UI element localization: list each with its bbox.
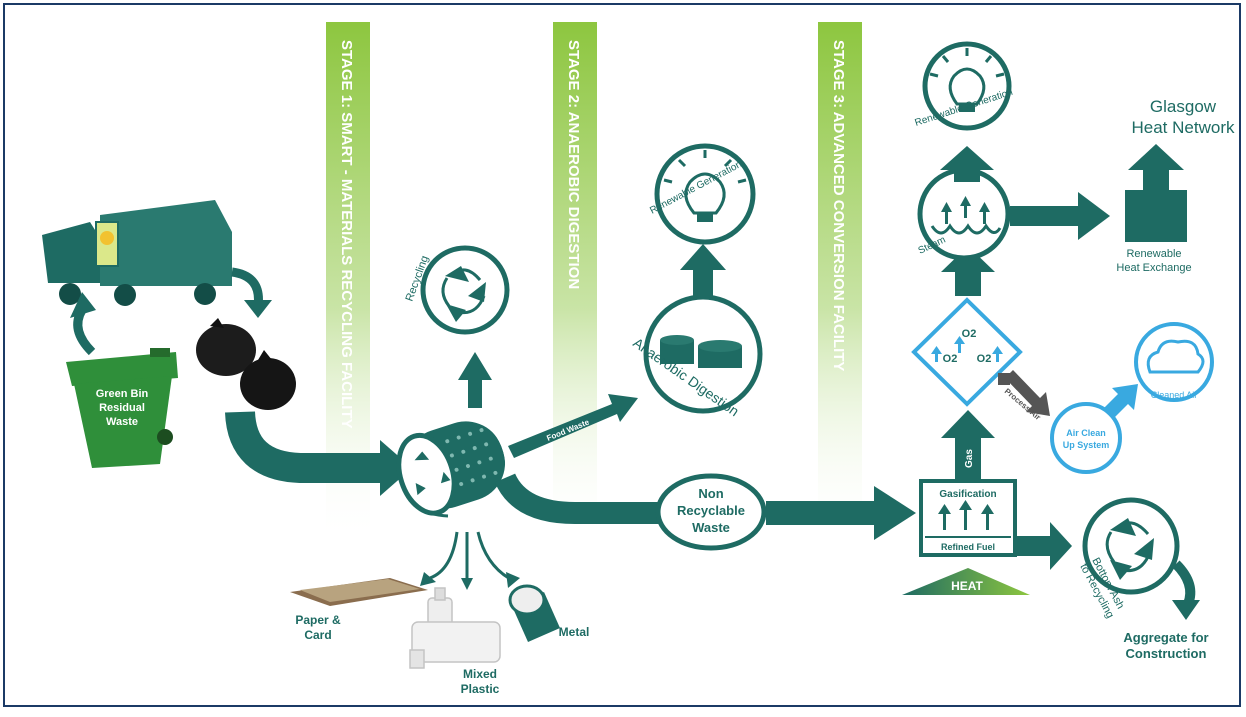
metal-label: Metal [559, 625, 590, 639]
non-recyclable-waste-node: Non Recyclable Waste [655, 473, 767, 551]
stage-3-band: STAGE 3: ADVANCED CONVERSION FACILITY [818, 22, 862, 542]
o2-label-top: O2 [962, 328, 977, 340]
bags-to-mrf-arrow [225, 410, 385, 483]
drum-output-arrows [429, 531, 513, 582]
drum-to-non-recyclable-arrow [494, 473, 660, 524]
cleaned-air-cloud-icon [1134, 322, 1214, 402]
oxidiser-diamond: O2 O2 O2 [911, 297, 1023, 407]
heat-exchange-line2: Heat Exchange [1116, 262, 1191, 274]
ad-to-generation-arrow [693, 268, 713, 296]
bottom-ash-recycling-icon [1082, 497, 1180, 595]
stage-2-band: STAGE 2: ANAEROBIC DIGESTION [553, 22, 597, 542]
stage-2-label: STAGE 2: ANAEROBIC DIGESTION [565, 40, 582, 289]
bottom-ash-to-aggregate-arrow [1172, 560, 1196, 606]
heat-source: HEAT [902, 568, 1030, 595]
black-bags-icon [196, 318, 296, 410]
air-clean-to-cleaned-air-arrow [1104, 384, 1138, 418]
bin-label-line3: Waste [106, 416, 138, 428]
gasification-label: Gasification [939, 489, 996, 500]
gas-label: Gas [964, 449, 975, 468]
paper-card-icon [290, 578, 428, 606]
stage-1-label: STAGE 1: SMART - MATERIALS RECYCLING FAC… [338, 40, 355, 429]
acf-lightbulb-icon [922, 41, 1012, 131]
non-recyclable-line2: Recyclable [677, 503, 745, 518]
paper-label-line2: Card [304, 628, 331, 642]
air-clean-line2: Up System [1063, 440, 1110, 450]
collection-truck-icon [42, 200, 232, 306]
glasgow-line2: Heat Network [1132, 118, 1235, 137]
non-recyclable-line3: Waste [692, 520, 730, 535]
steam-to-generation-arrow [954, 168, 980, 182]
green-bin-icon: Green Bin Residual Waste [66, 348, 178, 468]
o2-label-right: O2 [977, 353, 992, 365]
ad-lightbulb-icon [654, 143, 756, 245]
air-clean-line1: Air Clean [1066, 428, 1106, 438]
bin-label-line1: Green Bin [96, 388, 149, 400]
glasgow-line1: Glasgow [1150, 97, 1217, 116]
gas-arrow [955, 436, 981, 480]
bin-to-truck-arrow [73, 307, 96, 356]
heat-exchange-line1: Renewable [1126, 248, 1181, 260]
o2-label-left: O2 [943, 353, 958, 365]
drum-rotation-arrow [400, 481, 449, 518]
aggregate-line1: Aggregate for [1123, 630, 1208, 645]
heat-label: HEAT [951, 579, 983, 593]
bin-label-line2: Residual [99, 402, 145, 414]
paper-label-line1: Paper & [295, 613, 341, 627]
non-recyclable-to-gasifier-arrow [766, 501, 876, 525]
diamond-to-steam-arrow [955, 270, 981, 296]
refined-fuel-label: Refined Fuel [941, 542, 995, 552]
steam-node [917, 167, 1011, 261]
aggregate-line2: Construction [1126, 646, 1207, 661]
gasifier-to-bottom-ash-arrow [1017, 536, 1053, 556]
plastic-bottle-icon [409, 587, 501, 669]
drum-to-recycling-arrow [468, 378, 482, 408]
metal-can-icon [508, 584, 560, 642]
gasification-unit: Gasification Refined Fuel [919, 479, 1017, 557]
recycling-icon [420, 245, 510, 335]
non-recyclable-line1: Non [698, 486, 723, 501]
mrf-drum-icon [396, 421, 508, 516]
process-air-arrow [1005, 370, 1050, 416]
anaerobic-digestion-tank-icon [643, 294, 763, 414]
plastic-label-line2: Plastic [461, 682, 500, 696]
cleaned-air-label: Cleaned Air [1151, 390, 1198, 400]
heat-exchange-to-network-arrow [1143, 168, 1169, 190]
plastic-label-line1: Mixed [463, 667, 497, 681]
heat-exchange-box [1125, 190, 1187, 242]
steam-to-heat-exchange-arrow [1010, 206, 1082, 226]
air-clean-up-system-node: Air Clean Up System [1050, 402, 1122, 474]
stage-3-label: STAGE 3: ADVANCED CONVERSION FACILITY [830, 40, 847, 371]
